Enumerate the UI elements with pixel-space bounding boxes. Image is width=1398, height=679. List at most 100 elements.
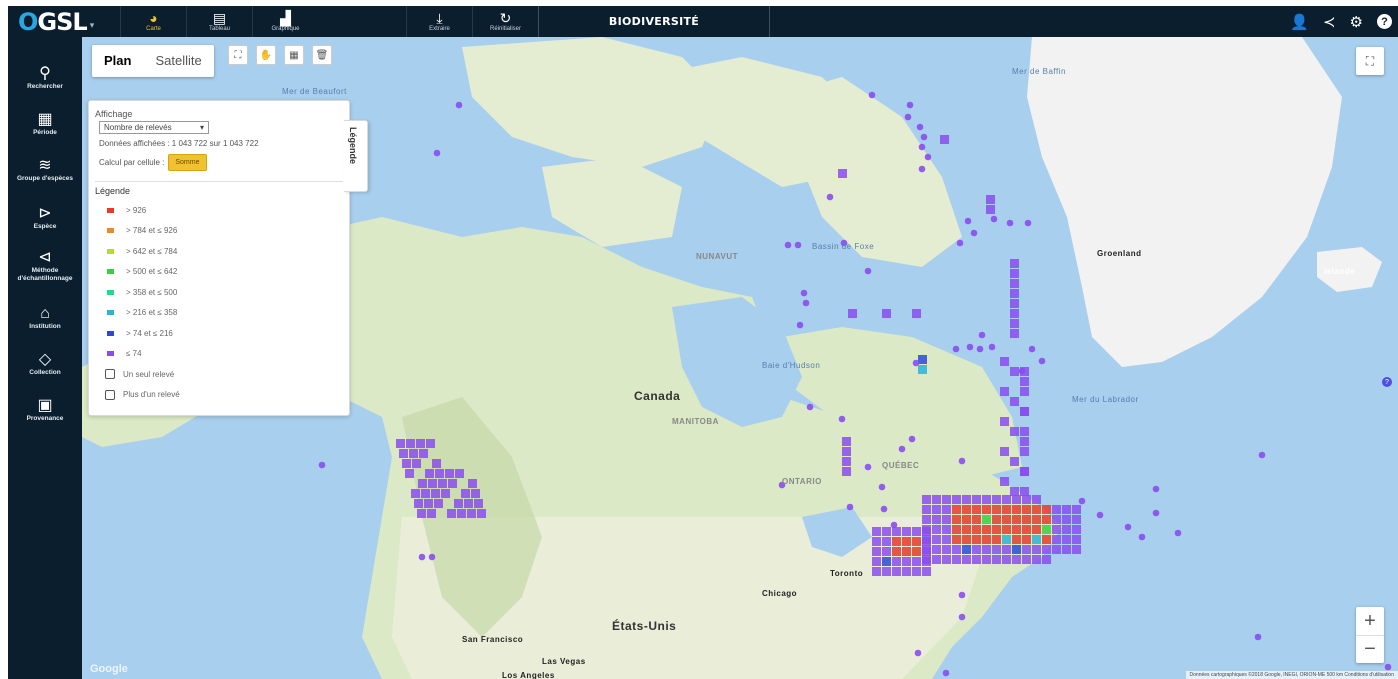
globe-icon: ◕ bbox=[149, 9, 158, 26]
label-labrador: Mer du Labrador bbox=[1072, 395, 1139, 404]
label-baffin: Mer de Baffin bbox=[1012, 67, 1066, 76]
logo-subscript: ▾ bbox=[89, 20, 94, 31]
tool-tableau[interactable]: ▤ Tableau bbox=[186, 6, 252, 37]
tool-extraire[interactable]: ⤓ Extraire bbox=[406, 6, 472, 37]
briefcase-icon: ▣ bbox=[37, 397, 53, 414]
label-foxe: Bassin de Foxe bbox=[812, 242, 875, 251]
color-swatch bbox=[107, 289, 114, 295]
iceland-landmass bbox=[1317, 247, 1382, 292]
fish-icon: ≋ bbox=[38, 157, 52, 174]
sidebar-item-collection[interactable]: ◇ Collection bbox=[29, 351, 61, 376]
square-select-icon[interactable]: ▦ bbox=[284, 45, 304, 65]
legend-title: Légende bbox=[95, 186, 131, 196]
label-usa: États-Unis bbox=[612, 619, 677, 633]
sidebar-item-espece[interactable]: ⊳ Espèce bbox=[33, 205, 57, 230]
sidebar-item-methode[interactable]: ⊲ Méthode d'échantillonnage bbox=[17, 249, 73, 282]
tool-reinitialiser[interactable]: ↻ Réinitialiser bbox=[472, 6, 538, 37]
label-nunavut: NUNAVUT bbox=[696, 252, 739, 261]
logo-letters: GSL bbox=[37, 7, 87, 36]
left-sidebar: ⚲ Rechercher ▦ Période ≋ Groupe d'espèce… bbox=[8, 37, 82, 679]
somme-button[interactable]: Somme bbox=[168, 154, 207, 171]
expand-icon[interactable]: ⛶ bbox=[228, 45, 248, 65]
zoom-in-button[interactable]: + bbox=[1364, 609, 1376, 632]
great-lakes bbox=[802, 507, 872, 557]
map-canvas[interactable]: Canada États-Unis Groenland Islande Chic… bbox=[82, 37, 1398, 679]
legend-box: Légende > 926> 784 et ≤ 926> 642 et ≤ 78… bbox=[95, 181, 343, 405]
map-type-toggle: Plan Satellite bbox=[92, 45, 214, 77]
zoom-out-button[interactable]: − bbox=[1356, 635, 1384, 663]
table-icon: ▤ bbox=[212, 9, 227, 26]
affichage-select[interactable]: Nombre de relevés ▾ bbox=[99, 121, 209, 134]
color-swatch bbox=[107, 228, 114, 234]
sidebar-item-rechercher[interactable]: ⚲ Rechercher bbox=[27, 65, 63, 90]
label-ontario: ONTARIO bbox=[782, 477, 822, 486]
label-los-angeles: Los Angeles bbox=[502, 671, 555, 679]
arctic-island-1 bbox=[462, 37, 722, 167]
square-marker-icon bbox=[105, 389, 115, 400]
share-icon[interactable]: ≺ bbox=[1322, 13, 1336, 31]
calendar-icon: ▦ bbox=[37, 111, 53, 128]
sidebar-item-provenance[interactable]: ▣ Provenance bbox=[26, 397, 64, 422]
legend-item: ≤ 74 bbox=[95, 344, 343, 365]
donnees-affichees: Données affichées : 1 043 722 sur 1 043 … bbox=[99, 139, 259, 148]
legend-panel: Affichage Nombre de relevés ▾ Données af… bbox=[88, 100, 350, 416]
legend-item: > 642 et ≤ 784 bbox=[95, 241, 343, 262]
label-san-francisco: San Francisco bbox=[462, 635, 524, 644]
sidebar-item-groupe-especes[interactable]: ≋ Groupe d'espèces bbox=[16, 157, 74, 182]
user-icon[interactable]: 👤 bbox=[1290, 13, 1309, 31]
basemap bbox=[82, 37, 1392, 679]
sidebar-item-periode[interactable]: ▦ Période bbox=[33, 111, 57, 136]
chart-icon: ▟ bbox=[280, 9, 291, 26]
color-swatch bbox=[107, 310, 114, 316]
legend-list: > 926> 784 et ≤ 926> 642 et ≤ 784> 500 e… bbox=[95, 200, 343, 364]
legend-item: > 784 et ≤ 926 bbox=[95, 221, 343, 242]
legend-tab[interactable]: Légende bbox=[344, 120, 368, 192]
tool-carte[interactable]: ◕ Carte bbox=[120, 6, 186, 37]
search-icon: ⚲ bbox=[39, 65, 51, 82]
label-beaufort: Mer de Beaufort bbox=[282, 87, 347, 96]
logo-letter-o: O bbox=[18, 7, 38, 36]
legend-single-record: Un seul relevé bbox=[95, 364, 343, 385]
hudson-bay bbox=[672, 297, 802, 427]
info-icon[interactable]: ? bbox=[1382, 377, 1392, 387]
help-icon[interactable]: ? bbox=[1377, 14, 1392, 29]
color-swatch bbox=[107, 351, 114, 357]
fullscreen-button[interactable]: ⛶ bbox=[1356, 47, 1384, 75]
tool-graphique[interactable]: ▟ Graphique bbox=[252, 6, 318, 37]
hand-icon[interactable]: ✋ bbox=[256, 45, 276, 65]
baffin-island bbox=[772, 77, 962, 267]
greenland-landmass bbox=[1027, 37, 1342, 367]
legend-multiple-records: Plus d'un relevé bbox=[95, 385, 343, 406]
color-swatch bbox=[107, 269, 114, 275]
label-hudson: Baie d'Hudson bbox=[762, 361, 821, 370]
label-las-vegas: Las Vegas bbox=[542, 657, 586, 666]
species-icon: ⊳ bbox=[38, 205, 52, 222]
zoom-control: + − bbox=[1356, 607, 1384, 663]
label-manitoba: MANITOBA bbox=[672, 417, 719, 426]
color-swatch bbox=[107, 248, 114, 254]
label-toronto: Toronto bbox=[830, 569, 864, 578]
map-type-satellite[interactable]: Satellite bbox=[155, 53, 202, 68]
refresh-icon: ↻ bbox=[499, 9, 512, 26]
sidebar-item-institution[interactable]: ⌂ Institution bbox=[29, 305, 61, 330]
square-marker-icon bbox=[105, 369, 115, 380]
label-quebec: QUÉBEC bbox=[882, 461, 920, 470]
legend-item: > 216 et ≤ 358 bbox=[95, 303, 343, 324]
label-canada: Canada bbox=[634, 389, 681, 403]
map-type-plan[interactable]: Plan bbox=[104, 53, 132, 68]
calcul-row: Calcul par cellule : Somme bbox=[99, 154, 343, 171]
map-attribution[interactable]: Données cartographiques ©2018 Google, IN… bbox=[1185, 671, 1398, 679]
tag-icon: ◇ bbox=[38, 351, 52, 368]
legend-item: > 500 et ≤ 642 bbox=[95, 262, 343, 283]
trash-icon[interactable]: 🗑 bbox=[312, 45, 332, 65]
color-swatch bbox=[107, 330, 114, 336]
page-title: BIODIVERSITÉ bbox=[538, 6, 770, 37]
gear-icon[interactable]: ⚙ bbox=[1349, 13, 1363, 31]
institution-icon: ⌂ bbox=[40, 305, 50, 322]
top-right-actions: 👤 ≺ ⚙ ? bbox=[1290, 6, 1392, 37]
chevron-down-icon: ▾ bbox=[199, 123, 204, 132]
legend-item: > 358 et ≤ 500 bbox=[95, 282, 343, 303]
legend-item: > 926 bbox=[95, 200, 343, 221]
fullscreen-icon: ⛶ bbox=[1365, 53, 1375, 68]
